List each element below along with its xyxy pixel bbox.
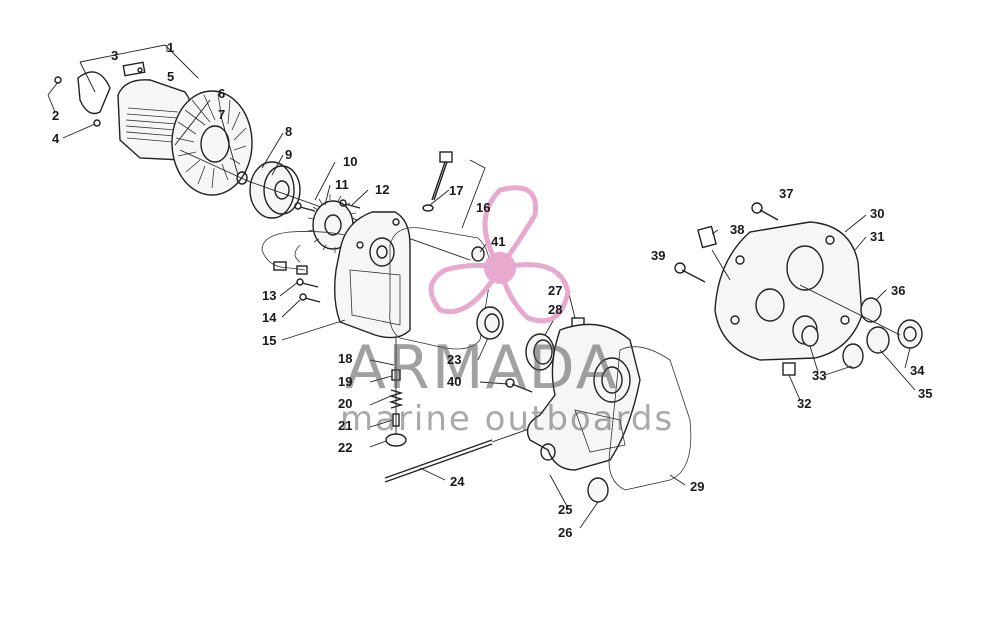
drain-plug-part	[385, 338, 407, 447]
callout-20: 20	[338, 396, 352, 411]
callout-2: 2	[52, 108, 59, 123]
flywheel-fan-part	[171, 90, 253, 196]
callout-17: 17	[449, 183, 463, 198]
callout-11: 11	[335, 177, 349, 192]
callout-9: 9	[285, 147, 292, 162]
watermark-tagline: marine outboards	[340, 399, 674, 439]
callout-5: 5	[167, 69, 174, 84]
callout-16: 16	[476, 200, 490, 215]
callout-23: 23	[447, 352, 461, 367]
callout-39: 39	[651, 248, 665, 263]
callout-26: 26	[558, 525, 572, 540]
callout-31: 31	[870, 229, 884, 244]
gearcase-cover-part	[714, 221, 863, 361]
callout-35: 35	[918, 386, 932, 401]
watermark-brand: ARMADA	[345, 333, 619, 403]
callout-1: 1	[167, 40, 174, 55]
callout-10: 10	[343, 154, 357, 169]
callout-29: 29	[690, 479, 704, 494]
clip-part	[77, 71, 111, 115]
callout-3: 3	[111, 48, 118, 63]
callout-4: 4	[52, 131, 60, 146]
callout-7: 7	[218, 107, 225, 122]
callout-19: 19	[338, 374, 352, 389]
callout-37: 37	[779, 186, 793, 201]
callout-6: 6	[218, 86, 225, 101]
callout-14: 14	[262, 310, 277, 325]
magneto-cover-part	[333, 211, 411, 339]
callout-18: 18	[338, 351, 352, 366]
callout-34: 34	[910, 363, 925, 378]
callout-36: 36	[891, 283, 905, 298]
parts-artwork	[54, 44, 923, 503]
callout-27: 27	[548, 283, 562, 298]
screws-part	[294, 199, 361, 303]
callout-41: 41	[491, 234, 505, 249]
callout-13: 13	[262, 288, 276, 303]
callout-33: 33	[812, 368, 826, 383]
callout-8: 8	[285, 124, 292, 139]
callout-12: 12	[375, 182, 389, 197]
callout-24: 24	[450, 474, 465, 489]
callout-21: 21	[338, 418, 352, 433]
callout-25: 25	[558, 502, 572, 517]
watermark: ARMADA marine outboards	[340, 185, 674, 439]
callout-labels: 1 2 3 4 5 6 7 8 9 10 11 12 13 14 15 16 1…	[52, 40, 932, 540]
dipstick-part	[422, 151, 453, 212]
callout-30: 30	[870, 206, 884, 221]
callout-22: 22	[338, 440, 352, 455]
propeller-logo-icon	[428, 185, 571, 324]
callout-15: 15	[262, 333, 276, 348]
callout-38: 38	[730, 222, 744, 237]
callout-32: 32	[797, 396, 811, 411]
callout-40: 40	[447, 374, 461, 389]
callout-28: 28	[548, 302, 562, 317]
